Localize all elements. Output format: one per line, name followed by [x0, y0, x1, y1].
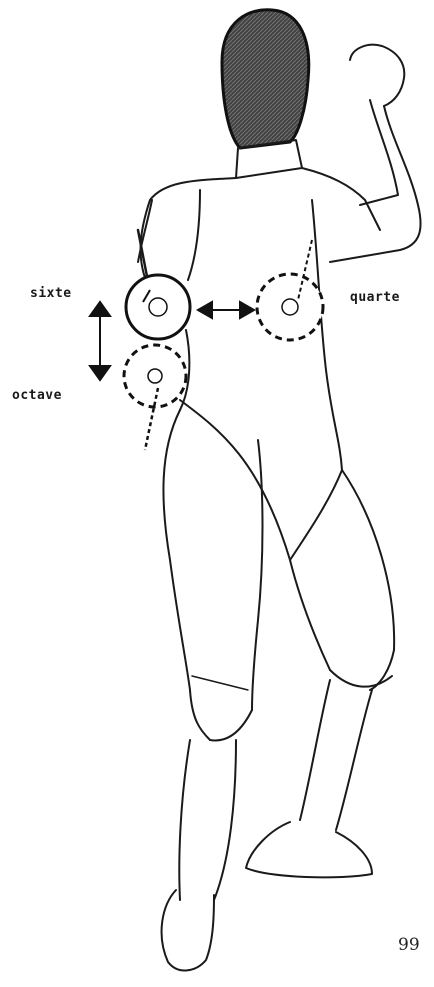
- label-octave: octave: [12, 388, 62, 403]
- label-quarte: quarte: [350, 290, 400, 305]
- label-sixte: sixte: [30, 286, 72, 301]
- sixte-target: [126, 275, 190, 339]
- page-number: 99: [398, 935, 420, 955]
- fencing-mask: [222, 10, 309, 148]
- horizontal-arrow: [198, 302, 254, 318]
- quarte-target: [257, 274, 323, 340]
- vertical-arrow: [90, 302, 110, 380]
